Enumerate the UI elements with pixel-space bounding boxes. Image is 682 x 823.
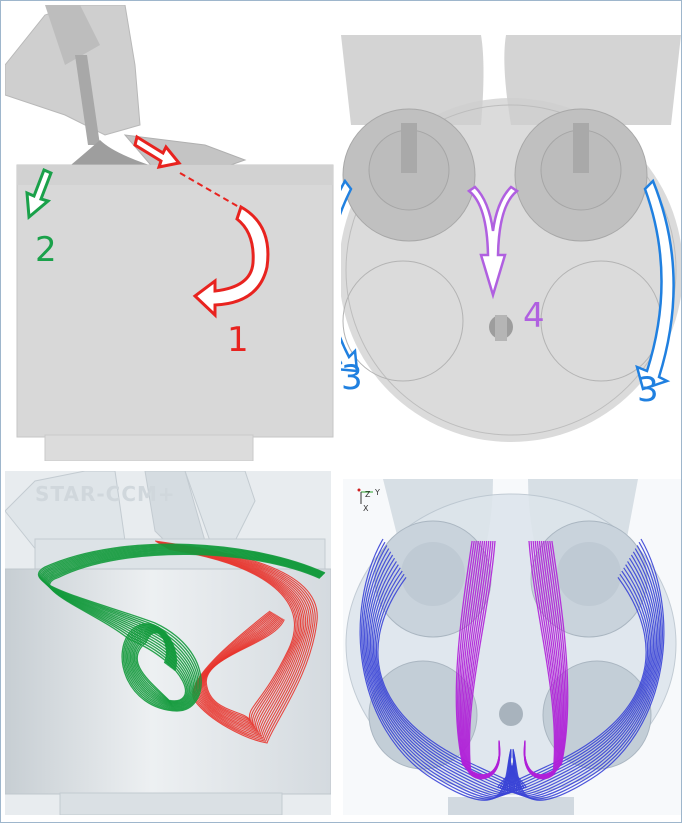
label-2: 2 (35, 230, 57, 270)
side-view-streamlines-panel: STAR-CCM+ (5, 471, 331, 815)
top-view-streamlines-panel: Z Y X (343, 479, 681, 815)
top-view-schematic: 3 3 4 (341, 5, 681, 461)
label-4: 4 (523, 296, 545, 336)
top-view-schematic-panel: 3 3 4 (341, 5, 681, 461)
label-1: 1 (227, 320, 249, 360)
label-3-left: 3 (341, 358, 363, 398)
label-3-right: 3 (637, 370, 659, 410)
axis-y-label: Y (374, 488, 380, 497)
axis-x-label: X (363, 504, 369, 513)
axis-z-label: Z (365, 490, 371, 499)
top-view-streamlines: Z Y X (343, 479, 681, 815)
watermark: STAR-CCM+ (35, 482, 176, 506)
side-view-schematic: 2 1 (5, 5, 341, 461)
side-view-streamlines: STAR-CCM+ (5, 471, 331, 815)
side-view-schematic-panel: 2 1 (5, 5, 341, 461)
